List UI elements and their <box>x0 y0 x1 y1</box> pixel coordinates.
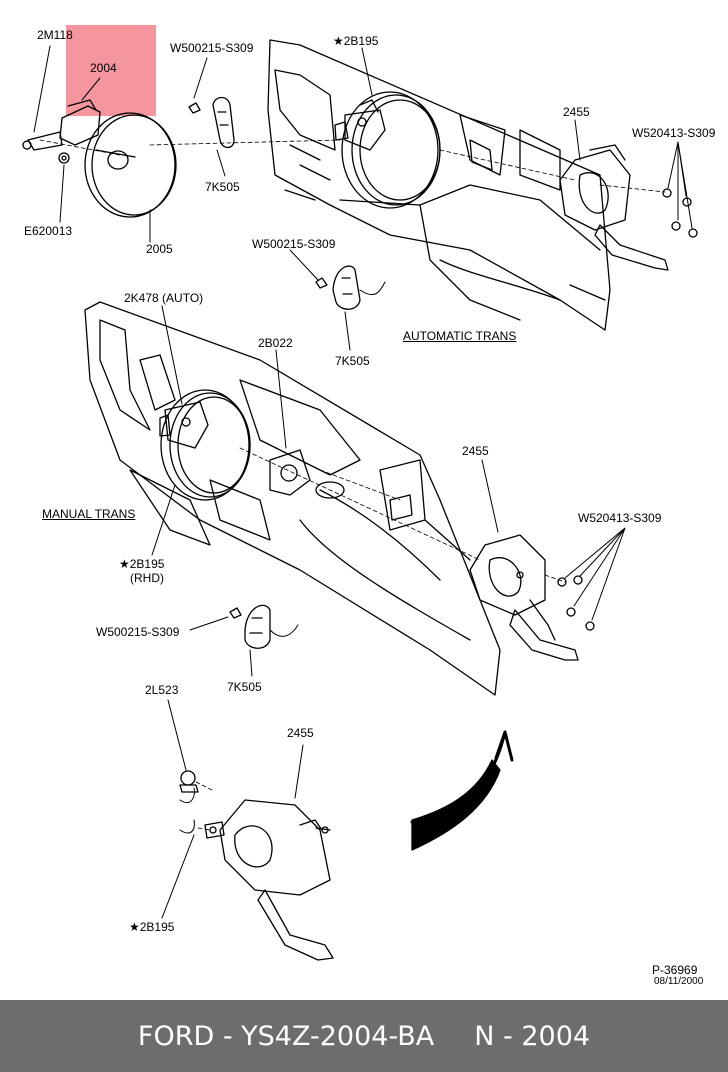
middle-gasket-7k505 <box>244 604 299 649</box>
label-e620013: E620013 <box>24 224 73 238</box>
label-2m118: 2M118 <box>37 28 73 42</box>
middle-leader-lines <box>151 305 626 677</box>
label-rhd: (RHD) <box>130 571 164 585</box>
label-7k505-auto: 7K505 <box>335 354 370 368</box>
bottom-alignment-lines <box>197 827 211 831</box>
label-automatic-trans: AUTOMATIC TRANS <box>403 329 517 343</box>
middle-dash-panel <box>84 301 501 696</box>
label-7k505-top: 7K505 <box>205 180 240 194</box>
label-2b195-top: ★2B195 <box>333 34 379 48</box>
label-w520413-top: W520413-S309 <box>632 126 716 140</box>
label-7k505-manual: 7K505 <box>227 680 262 694</box>
label-w500215-top: W500215-S309 <box>170 41 254 55</box>
top-pedal-box <box>559 144 669 271</box>
label-2004: 2004 <box>90 61 117 75</box>
booster-2005 <box>84 112 177 218</box>
middle-alignment-lines <box>239 447 566 583</box>
label-2l523: 2L523 <box>145 683 179 697</box>
label-w500215-manual: W500215-S309 <box>96 625 180 639</box>
master-cylinder-2004 <box>22 99 101 164</box>
top-brake-booster <box>334 91 441 209</box>
top-dash-panel <box>267 39 611 331</box>
label-manual-trans: MANUAL TRANS <box>42 507 136 521</box>
label-2455-top: 2455 <box>563 105 590 119</box>
footer-reference: N - 2004 <box>474 1020 591 1052</box>
top-fasteners <box>188 102 698 289</box>
label-2b195-bottom: ★2B195 <box>129 920 175 934</box>
label-w520413-mid: W520413-S309 <box>578 511 662 525</box>
footer-part-number: FORD - YS4Z-2004-BA <box>137 1020 435 1052</box>
bottom-small-arcs <box>179 787 195 834</box>
middle-pedal-box <box>469 534 579 661</box>
label-2b195-rhd: ★2B195 <box>119 557 165 571</box>
exploded-parts-diagram <box>22 39 698 961</box>
middle-gasket-2b022 <box>269 449 345 499</box>
bottom-pedal-box <box>204 799 334 961</box>
bottom-leader-lines <box>161 699 304 919</box>
curved-arrow <box>410 730 514 851</box>
part-number-footer: FORD - YS4Z-2004-BA N - 2004 <box>0 1000 728 1072</box>
drawing-date: 08/11/2000 <box>654 976 704 987</box>
top-alignment-lines <box>39 139 666 193</box>
top-gaskets <box>212 96 386 310</box>
label-2k478-auto: 2K478 (AUTO) <box>124 291 204 305</box>
label-2455-mid: 2455 <box>462 444 489 458</box>
top-leader-lines <box>33 45 693 351</box>
label-2455-bottom: 2455 <box>287 726 314 740</box>
middle-brake-booster <box>159 389 251 501</box>
middle-fasteners <box>229 575 595 631</box>
highlight-box-2004 <box>66 25 156 116</box>
label-2005: 2005 <box>146 242 173 256</box>
label-2b022: 2B022 <box>258 336 293 350</box>
bottom-switch-2l523 <box>179 770 213 793</box>
drawing-code: P-36969 <box>652 963 698 977</box>
label-w500215-auto: W500215-S309 <box>252 237 336 251</box>
